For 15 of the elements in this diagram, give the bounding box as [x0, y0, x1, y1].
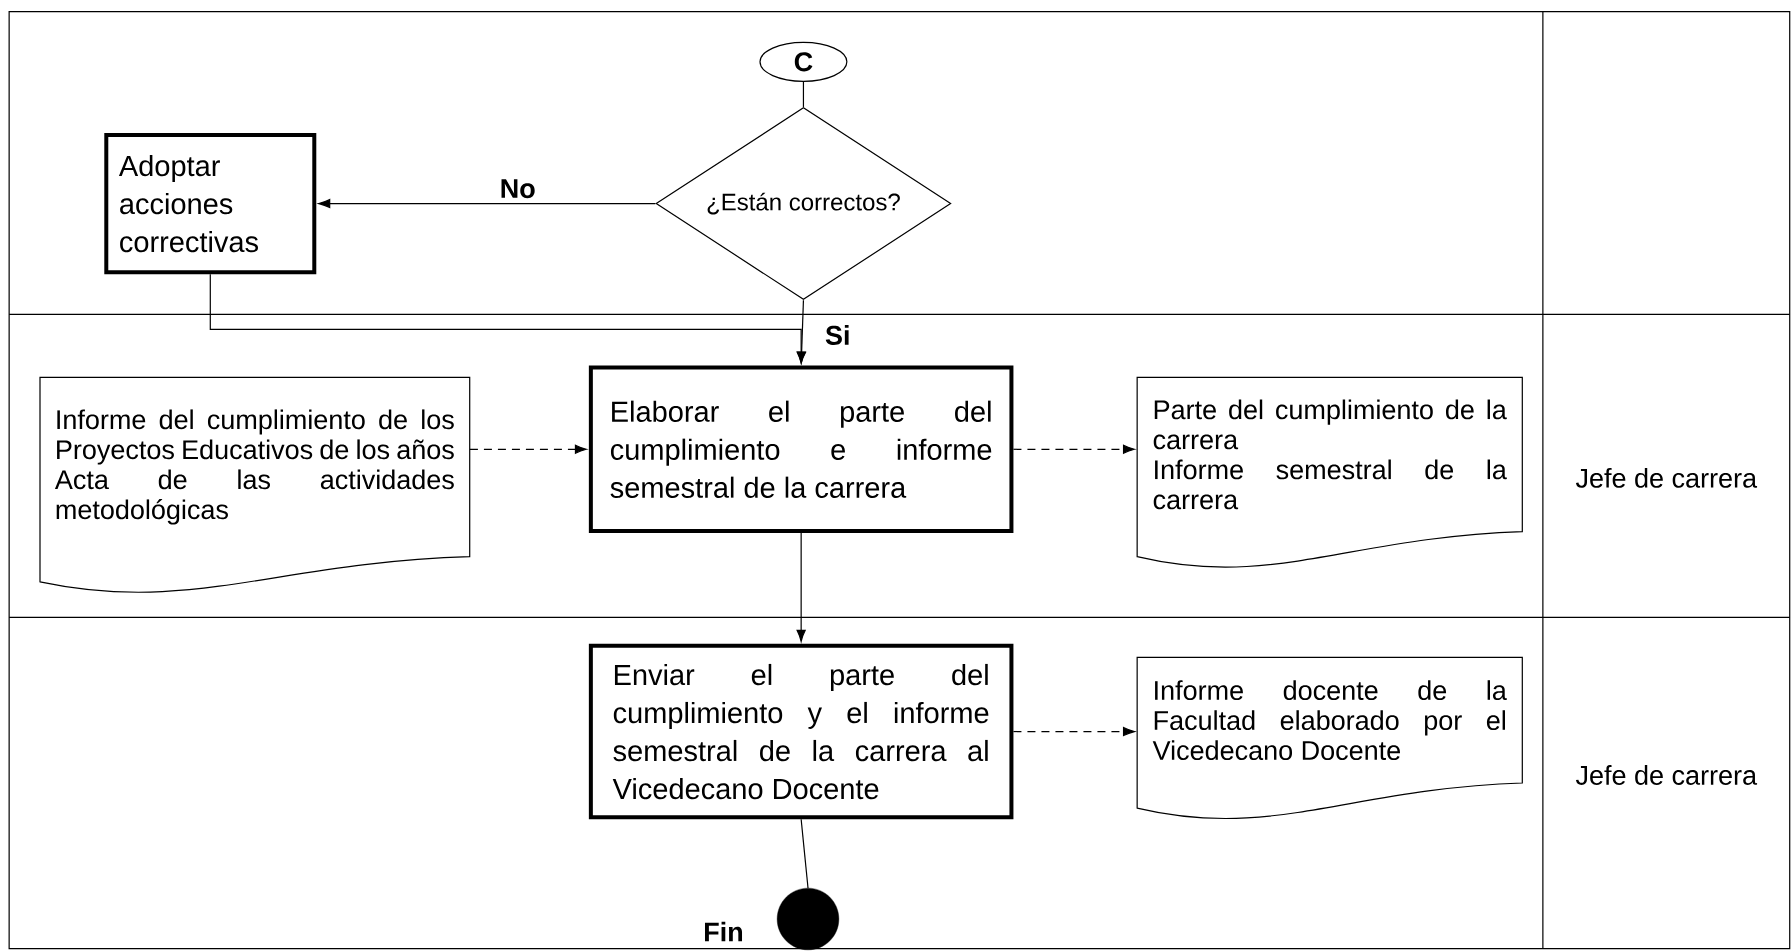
process-box: Elaborar el parte del cumplimiento e informe semestral de la carrera [588, 365, 1014, 533]
arrow [318, 199, 656, 209]
process-box: Adoptar acciones correctivas [104, 133, 317, 275]
arrow [1012, 727, 1135, 737]
end-circle [776, 887, 840, 951]
arrow [797, 299, 807, 364]
role-label: Jefe de carrera [1575, 765, 1758, 785]
role-label: Jefe de carrera [1575, 467, 1758, 488]
edge-label: No [498, 178, 537, 200]
arrow [1012, 444, 1135, 454]
arrow [469, 444, 587, 454]
edge-label: Si [823, 324, 852, 346]
process-box: Enviar el parte del cumplimiento y el informe semestral de la carrera al Vicedecano Docente [588, 643, 1014, 820]
node-caption: Fin [705, 921, 742, 942]
arrow [796, 532, 806, 642]
